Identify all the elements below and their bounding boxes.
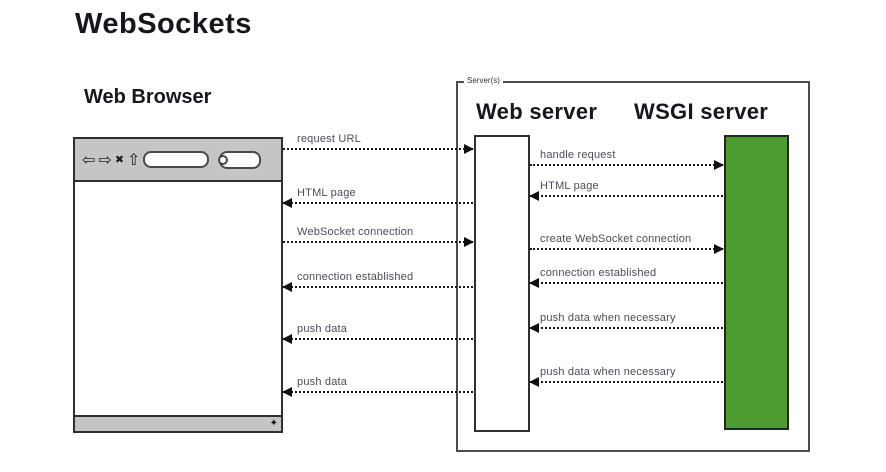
address-bar[interactable]: [143, 151, 210, 168]
message-label: request URL: [297, 133, 361, 145]
stop-icon[interactable]: ✖: [114, 153, 125, 166]
arrowhead-icon: [282, 387, 292, 397]
arrowhead-icon: [282, 198, 292, 208]
server-group-tag: Server(s): [464, 76, 503, 86]
message-label: WebSocket connection: [297, 226, 414, 238]
web-server-header: Web server: [476, 99, 598, 124]
message-label: push data: [297, 376, 348, 388]
arrowhead-icon: [529, 191, 539, 201]
page-title: WebSockets: [75, 8, 252, 40]
browser-status-bar: ✦: [75, 415, 281, 431]
forward-icon[interactable]: ⇨: [98, 149, 112, 169]
message-label: HTML page: [297, 187, 356, 199]
message-label: push data: [297, 323, 348, 335]
message-label: create WebSocket connection: [540, 233, 692, 245]
arrowhead-icon: [529, 377, 539, 387]
wsgi-server-header: WSGI server: [634, 99, 769, 124]
arrowhead-icon: [529, 323, 539, 333]
dotted-line: [530, 195, 723, 197]
message-label: handle request: [540, 149, 616, 161]
message-label: push data when necessary: [540, 312, 676, 324]
dotted-line: [283, 338, 473, 340]
browser-content-area: [75, 182, 281, 415]
search-box[interactable]: [218, 150, 262, 169]
arrowhead-icon: [714, 244, 724, 254]
web-server-lifeline: [474, 135, 530, 432]
wsgi-server-lifeline: [724, 135, 789, 430]
dotted-line: [530, 381, 723, 383]
home-icon[interactable]: ⇧: [127, 149, 141, 169]
web-browser-label: Web Browser: [84, 86, 212, 108]
browser-window: ⇦ ⇨ ✖ ⇧ ✦: [73, 137, 283, 433]
arrowhead-icon: [282, 282, 292, 292]
dotted-line: [283, 286, 473, 288]
message-label: HTML page: [540, 180, 599, 192]
server-group-box: Server(s) Web server WSGI server: [456, 76, 810, 452]
arrowhead-icon: [714, 160, 724, 170]
dotted-line: [530, 282, 723, 284]
message-label: push data when necessary: [540, 366, 676, 378]
arrowhead-icon: [282, 334, 292, 344]
dotted-line: [283, 148, 473, 150]
browser-toolbar: ⇦ ⇨ ✖ ⇧: [75, 139, 281, 182]
resize-grip-icon: ✦: [269, 418, 278, 429]
arrowhead-icon: [464, 237, 474, 247]
dotted-line: [283, 391, 473, 393]
back-icon[interactable]: ⇦: [82, 149, 96, 169]
dotted-line: [530, 327, 723, 329]
arrowhead-icon: [464, 144, 474, 154]
dotted-line: [283, 202, 473, 204]
message-label: connection established: [297, 271, 414, 283]
message-label: connection established: [540, 267, 657, 279]
dotted-line: [530, 248, 723, 250]
arrowhead-icon: [529, 278, 539, 288]
dotted-line: [530, 164, 723, 166]
dotted-line: [283, 241, 473, 243]
